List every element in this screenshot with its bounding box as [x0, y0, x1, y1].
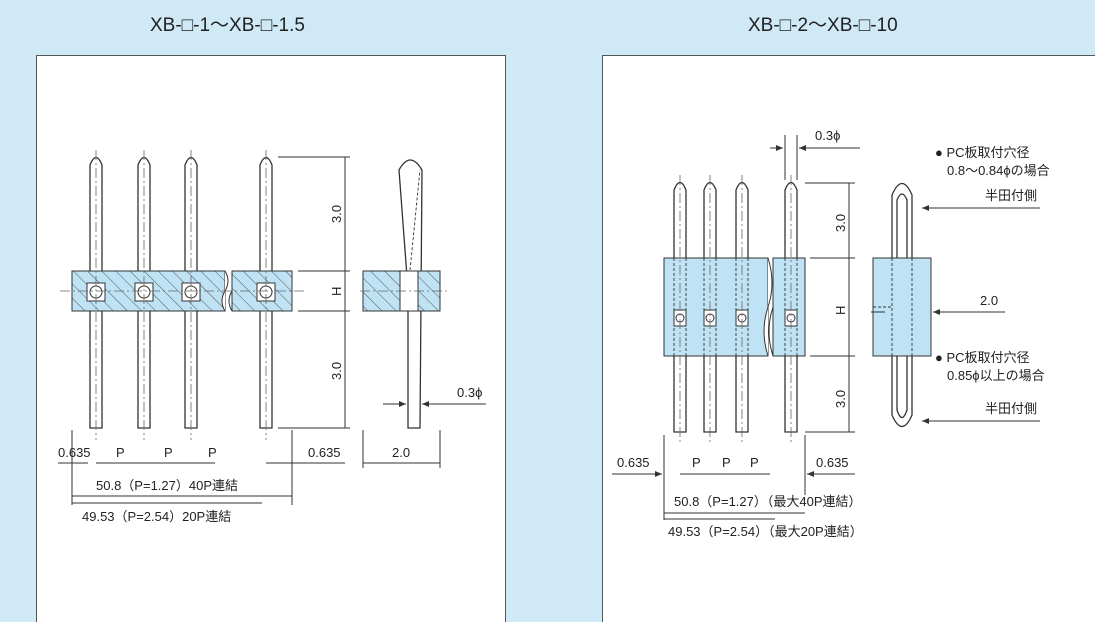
- right-insulator-body-b: [772, 257, 806, 357]
- right-diagram-title: XB-□-2～XB-□-10: [748, 15, 898, 36]
- right-vertical-dimensions: 3.0 H 3.0: [805, 182, 855, 433]
- left-dim-pin-diameter: 0.3ϕ: [457, 385, 482, 400]
- right-solder-side-lower: 半田付側: [985, 401, 1037, 416]
- left-dim-height: H: [329, 287, 344, 296]
- right-dim-edge-left: 0.635: [617, 455, 650, 470]
- left-horizontal-dimensions: 0.635 P P P 0.635 50.8（P=1.27）40P連結 49.5…: [58, 430, 345, 524]
- right-dim-side-offset: 2.0: [980, 293, 998, 308]
- right-pin-diameter-dimension: 0.3ϕ: [770, 128, 860, 180]
- right-side-insulator: [872, 257, 932, 357]
- right-length-40p: 50.8（P=1.27）（最大40P連結）: [674, 494, 862, 509]
- left-dim-pin-lower: 3.0: [329, 362, 344, 380]
- right-front-view: [663, 175, 806, 445]
- right-length-20p: 49.53（P=2.54）（最大20P連結）: [668, 524, 863, 539]
- left-diagram-title: XB-□-1～XB-□-1.5: [150, 15, 305, 36]
- right-dim-edge-right: 0.635: [816, 455, 849, 470]
- left-dim-edge-right: 0.635: [308, 445, 341, 460]
- right-solder-side-upper: 半田付側: [985, 188, 1037, 203]
- left-front-view: [60, 150, 305, 440]
- left-dim-pitch-3: P: [208, 445, 217, 460]
- right-dim-pitch-3: P: [750, 455, 759, 470]
- left-dim-edge-left: 0.635: [58, 445, 91, 460]
- right-insulator-break: [763, 257, 773, 357]
- left-dim-side-width: 2.0: [392, 445, 410, 460]
- right-note-hole-large-line-2: 0.85ϕ以上の場合: [947, 368, 1045, 383]
- right-side-view: 2.0: [871, 182, 1005, 428]
- right-dim-pin-upper: 3.0: [833, 214, 848, 232]
- right-dim-pin-lower: 3.0: [833, 390, 848, 408]
- right-dim-pitch-1: P: [692, 455, 701, 470]
- left-length-40p: 50.8（P=1.27）40P連結: [96, 478, 238, 493]
- right-horizontal-dimensions: 0.635 P P P 0.635 50.8（P=1.27）（最大40P連結） …: [612, 435, 863, 539]
- right-note-hole-small-line-2: 0.8～0.84ϕの場合: [947, 163, 1050, 178]
- left-dim-pitch-1: P: [116, 445, 125, 460]
- left-vertical-dimensions: 3.0 H 3.0: [278, 156, 350, 429]
- right-note-hole-small-line-1: ● PC板取付穴径: [935, 145, 1030, 160]
- right-dim-pitch-2: P: [722, 455, 731, 470]
- right-note-hole-large-line-1: ● PC板取付穴径: [935, 350, 1030, 365]
- left-dim-pin-upper: 3.0: [329, 205, 344, 223]
- left-side-view: 0.3ϕ 2.0: [360, 159, 486, 468]
- right-dim-pin-diameter: 0.3ϕ: [815, 128, 840, 143]
- left-dim-pitch-2: P: [164, 445, 173, 460]
- left-length-20p: 49.53（P=2.54）20P連結: [82, 509, 231, 524]
- right-notes: ● PC板取付穴径 0.8～0.84ϕの場合 半田付側 ● PC板取付穴径 0.…: [922, 145, 1050, 424]
- right-dim-height: H: [833, 306, 848, 315]
